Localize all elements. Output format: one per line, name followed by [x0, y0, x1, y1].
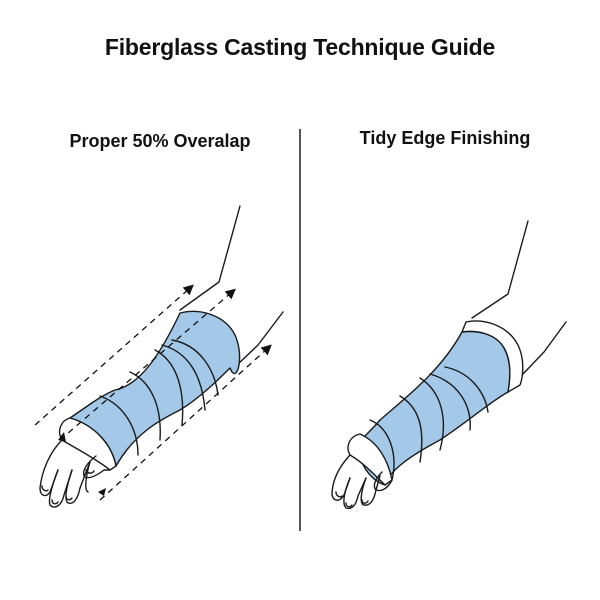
- page-title: Fiberglass Casting Technique Guide: [104, 34, 496, 60]
- panel-title-edge-finishing: Tidy Edge Finishing: [359, 128, 531, 148]
- panel-divider: [299, 129, 301, 531]
- panel-title-overlap: Proper 50% Overalap: [69, 131, 251, 151]
